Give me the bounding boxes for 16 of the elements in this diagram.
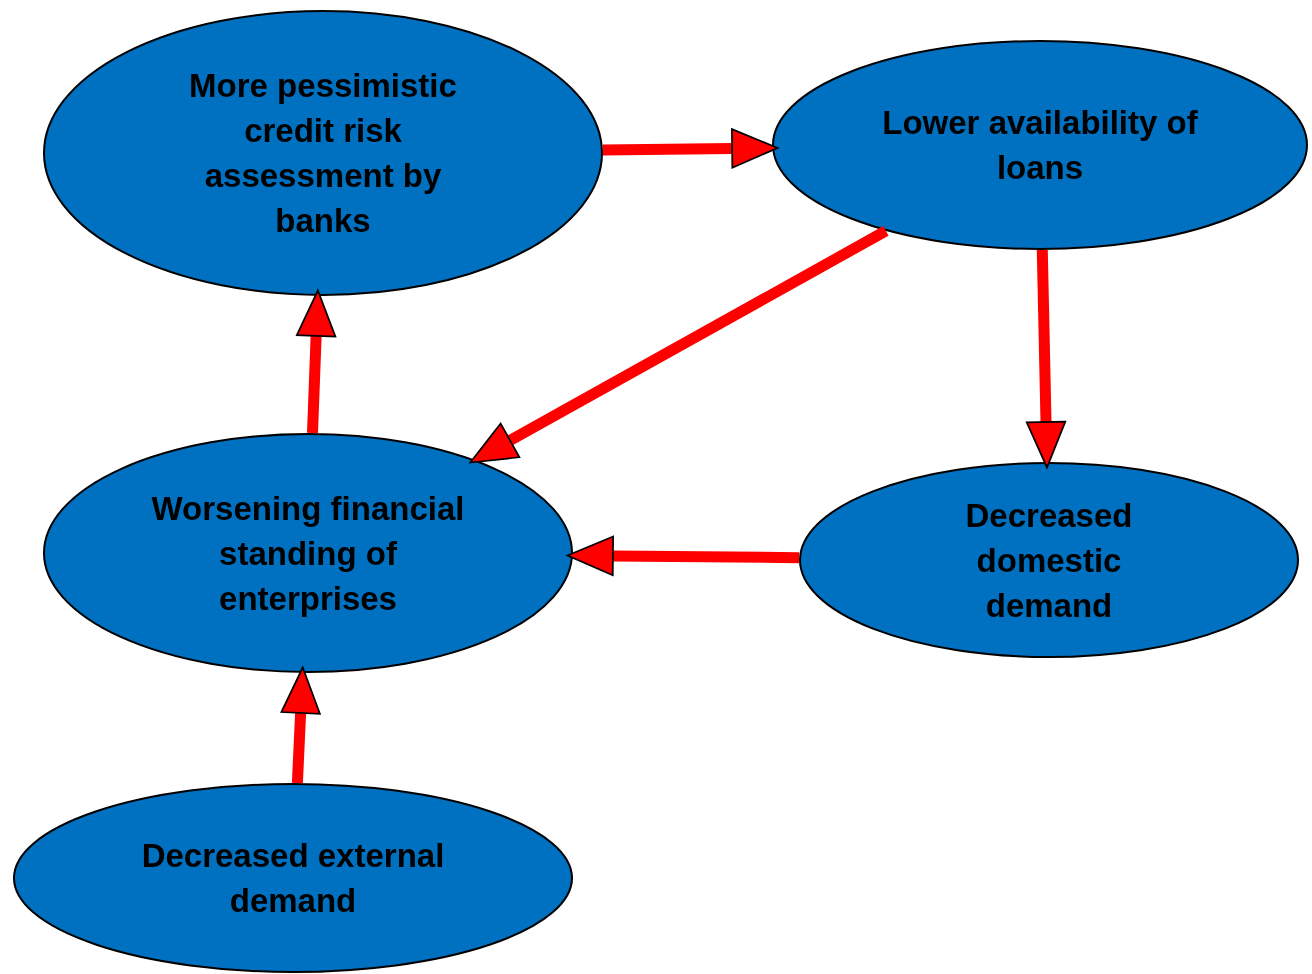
arrow (1025, 249, 1067, 469)
node-label: Lower availability of loans (881, 103, 1199, 188)
ellipse-node (43, 433, 573, 673)
arrow (566, 535, 800, 577)
ellipse-node (799, 462, 1299, 658)
arrow (602, 128, 779, 169)
node-label: Worsening financial standing of enterprises (150, 488, 466, 619)
arrow (296, 289, 337, 434)
ellipse-node (43, 10, 603, 296)
ellipse-node (13, 783, 573, 973)
arrow (469, 226, 889, 464)
node-label: More pessimistic credit risk assessment by banks (188, 66, 458, 241)
arrow (280, 666, 321, 784)
ellipse-node (772, 40, 1308, 250)
node-label: Decreased external demand (140, 836, 446, 921)
node-label: Decreased domestic demand (964, 495, 1134, 626)
